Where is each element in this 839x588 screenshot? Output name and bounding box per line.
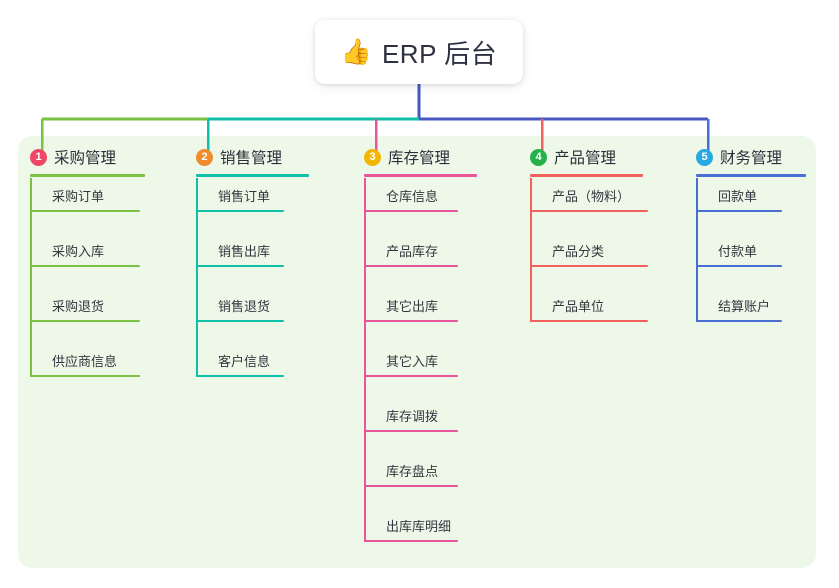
list-item[interactable]: 其它出库 <box>364 288 458 322</box>
column-title-1: 采购管理 <box>54 150 117 167</box>
list-item-label: 销售退货 <box>218 299 271 314</box>
list-item-underline <box>196 375 284 377</box>
list-item[interactable]: 销售退货 <box>196 288 284 322</box>
column-header-underline-2 <box>196 174 309 177</box>
list-item-underline <box>30 375 140 377</box>
list-item[interactable]: 客户信息 <box>196 343 284 377</box>
column-trunk-5 <box>696 178 698 322</box>
list-item-label: 回款单 <box>718 189 758 204</box>
list-item-underline <box>196 210 284 212</box>
list-item-underline <box>530 210 648 212</box>
list-item-underline <box>364 375 458 377</box>
column-trunk-1 <box>30 178 32 377</box>
column-header-underline-3 <box>364 174 477 177</box>
column-5: 5 财务管理回款单付款单结算账户 <box>684 142 806 322</box>
list-item[interactable]: 库存调拨 <box>364 398 458 432</box>
list-item-label: 其它出库 <box>386 299 439 314</box>
list-item-underline <box>196 265 284 267</box>
column-trunk-3 <box>364 178 366 542</box>
root-title: ERP 后台 <box>381 38 498 69</box>
list-item[interactable]: 产品（物料） <box>530 178 648 212</box>
column-trunk-2 <box>196 178 198 377</box>
column-badge-1: 1 <box>30 148 47 166</box>
list-item-label: 付款单 <box>718 244 758 259</box>
list-item[interactable]: 产品单位 <box>530 288 648 322</box>
list-item-label: 库存盘点 <box>386 464 439 479</box>
column-4: 4 产品管理产品（物料） 产品分类产品单位 <box>518 142 648 322</box>
list-item-underline <box>364 210 458 212</box>
column-badge-4: 4 <box>530 148 547 166</box>
list-item-label: 结算账户 <box>718 299 771 314</box>
list-item[interactable]: 销售出库 <box>196 233 284 267</box>
column-header-2[interactable]: 2 销售管理 <box>184 142 282 172</box>
list-item[interactable]: 销售订单 <box>196 178 284 212</box>
column-title-2: 销售管理 <box>220 150 283 167</box>
column-2: 2 销售管理销售订单销售出库销售退货客户信息 <box>184 142 309 377</box>
list-item[interactable]: 库存盘点 <box>364 453 458 487</box>
list-item-underline <box>30 320 140 322</box>
root-node[interactable]: 👍 ERP 后台 <box>315 20 523 84</box>
list-item-underline <box>196 320 284 322</box>
column-header-underline-1 <box>30 174 145 177</box>
list-item[interactable]: 采购退货 <box>30 288 140 322</box>
list-item-label: 客户信息 <box>218 354 271 369</box>
list-item-label: 销售出库 <box>218 244 271 259</box>
list-item-label: 采购订单 <box>52 189 105 204</box>
list-item-label: 产品分类 <box>552 244 605 259</box>
list-item[interactable]: 仓库信息 <box>364 178 458 212</box>
list-item-label: 产品库存 <box>386 244 439 259</box>
list-item-underline <box>364 430 458 432</box>
thumbs-up-icon: 👍 <box>340 37 372 66</box>
column-3: 3 库存管理仓库信息产品库存其它出库其它入库库存调拨库存盘点出库库明细 <box>352 142 477 542</box>
list-item-label: 供应商信息 <box>52 354 118 369</box>
column-header-4[interactable]: 4 产品管理 <box>518 142 616 172</box>
list-item-underline <box>364 265 458 267</box>
column-badge-2: 2 <box>196 148 213 166</box>
column-header-1[interactable]: 1 采购管理 <box>18 142 116 172</box>
list-item-underline <box>30 210 140 212</box>
list-item[interactable]: 其它入库 <box>364 343 458 377</box>
list-item-underline <box>530 320 648 322</box>
column-trunk-4 <box>530 178 532 322</box>
list-item-underline <box>696 210 782 212</box>
list-item-label: 其它入库 <box>386 354 439 369</box>
list-item-label: 仓库信息 <box>386 189 439 204</box>
list-item-underline <box>364 320 458 322</box>
column-header-underline-4 <box>530 174 643 177</box>
list-item[interactable]: 供应商信息 <box>30 343 140 377</box>
list-item[interactable]: 结算账户 <box>696 288 782 322</box>
list-item-label: 库存调拨 <box>386 409 439 424</box>
list-item-underline <box>30 265 140 267</box>
list-item-underline <box>696 265 782 267</box>
list-item-label: 出库库明细 <box>386 519 452 534</box>
list-item-underline <box>364 485 458 487</box>
list-item[interactable]: 采购入库 <box>30 233 140 267</box>
list-item-label: 产品（物料） <box>552 189 631 204</box>
list-item-label: 产品单位 <box>552 299 605 314</box>
list-item[interactable]: 产品库存 <box>364 233 458 267</box>
column-title-4: 产品管理 <box>554 150 617 167</box>
list-item[interactable]: 出库库明细 <box>364 508 458 542</box>
list-item-label: 销售订单 <box>218 189 271 204</box>
column-header-5[interactable]: 5 财务管理 <box>684 142 782 172</box>
column-header-underline-5 <box>696 174 806 177</box>
diagram-panel <box>18 136 816 568</box>
list-item[interactable]: 产品分类 <box>530 233 648 267</box>
list-item-label: 采购入库 <box>52 244 105 259</box>
list-item-label: 采购退货 <box>52 299 105 314</box>
list-item[interactable]: 付款单 <box>696 233 782 267</box>
column-title-3: 库存管理 <box>388 150 451 167</box>
column-badge-5: 5 <box>696 148 713 166</box>
list-item-underline <box>364 540 458 542</box>
column-header-3[interactable]: 3 库存管理 <box>352 142 450 172</box>
list-item-underline <box>696 320 782 322</box>
column-badge-3: 3 <box>364 148 381 166</box>
list-item[interactable]: 回款单 <box>696 178 782 212</box>
column-title-5: 财务管理 <box>720 150 783 167</box>
list-item-underline <box>530 265 648 267</box>
list-item[interactable]: 采购订单 <box>30 178 140 212</box>
column-1: 1 采购管理采购订单采购入库采购退货供应商信息 <box>18 142 145 377</box>
